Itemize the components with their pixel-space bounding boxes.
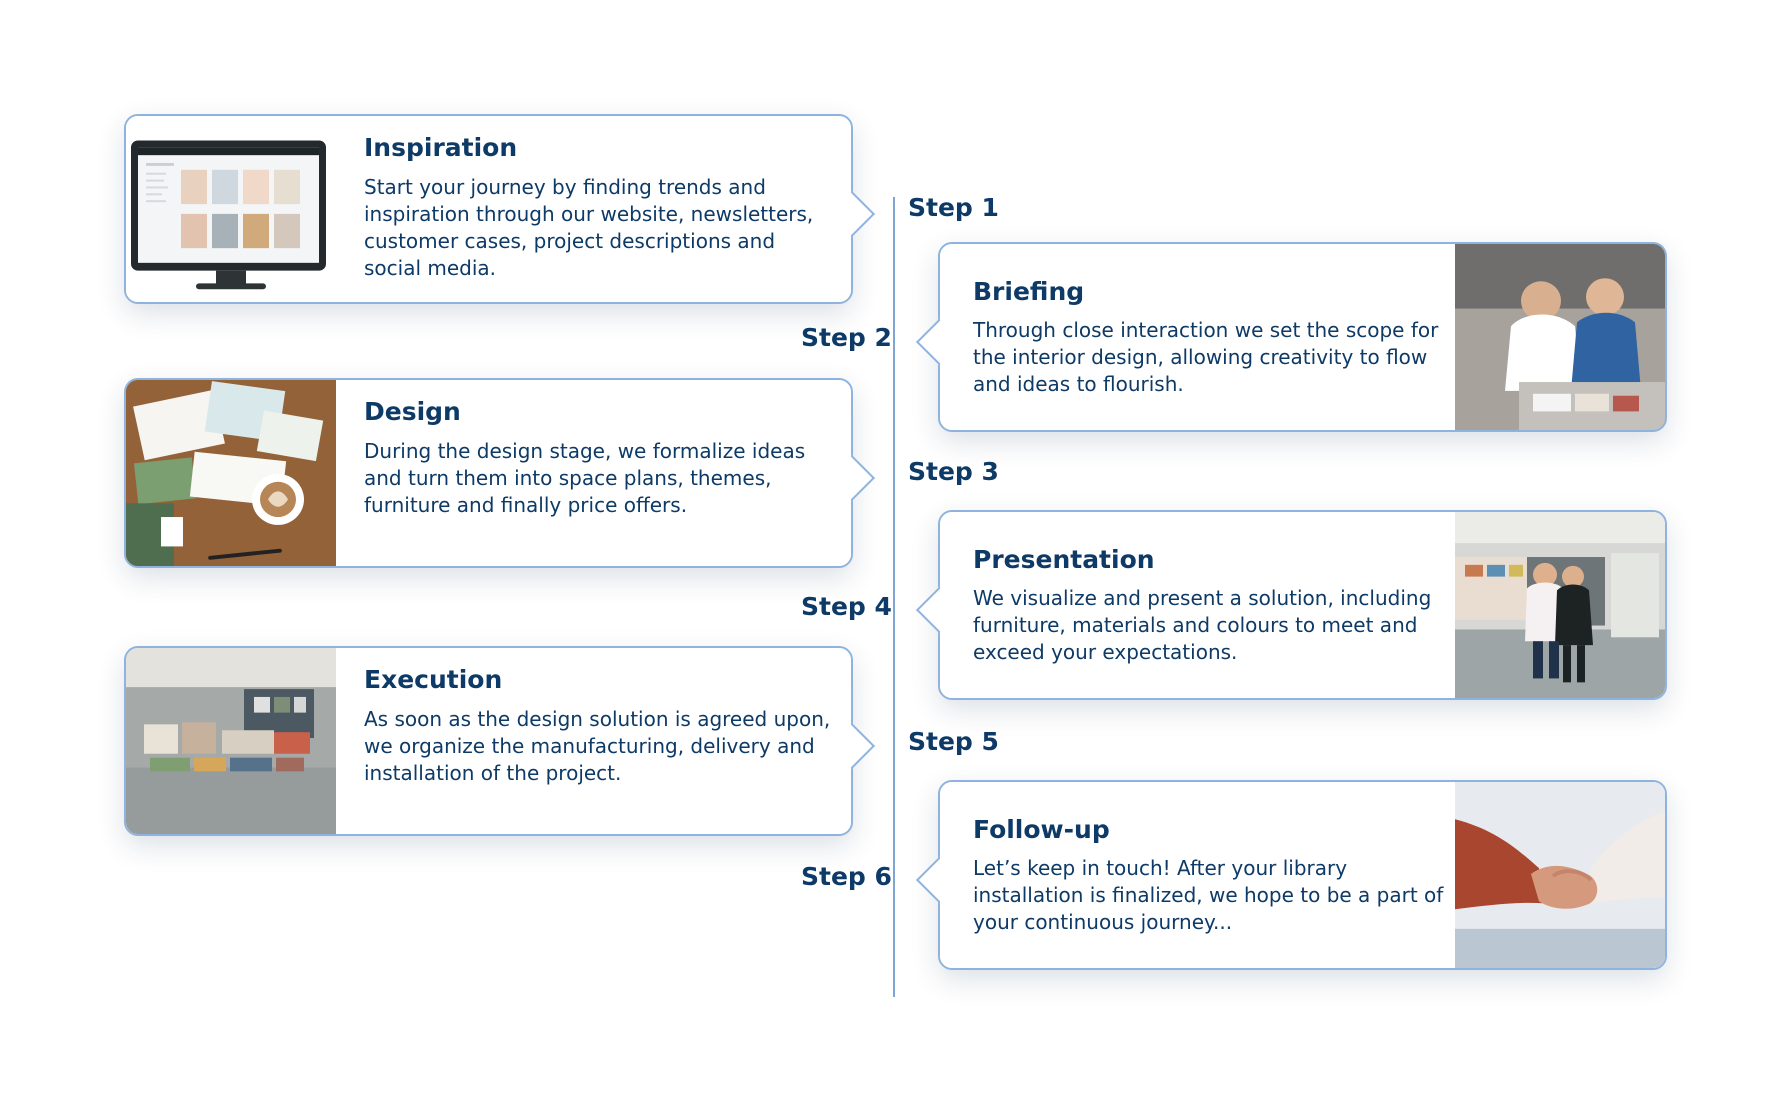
execution-card: Execution As soon as the design solution… xyxy=(124,646,876,836)
execution-pointer-cover xyxy=(839,710,851,784)
follow-up-card-inner: Follow-up Let’s keep in touch! After you… xyxy=(940,782,1665,968)
follow-up-card: Follow-up Let’s keep in touch! After you… xyxy=(915,780,1667,970)
execution-title: Execution xyxy=(364,665,503,694)
briefing-card: Briefing Through close interaction we se… xyxy=(915,242,1667,432)
computer-monitor-website-icon xyxy=(126,116,336,302)
step-2-label: Step 2 xyxy=(801,323,892,352)
inspiration-title: Inspiration xyxy=(364,133,518,162)
library-presentation-photo xyxy=(1455,512,1665,698)
follow-up-title: Follow-up xyxy=(973,815,1110,844)
step-5-label: Step 5 xyxy=(908,727,999,756)
design-pointer-cover xyxy=(839,442,851,516)
step-6-label: Step 6 xyxy=(801,862,892,891)
execution-card-inner: Execution As soon as the design solution… xyxy=(126,648,851,834)
design-card-inner: Design During the design stage, we forma… xyxy=(126,380,851,566)
follow-up-pointer-cover xyxy=(940,844,952,918)
follow-up-description: Let’s keep in touch! After your library … xyxy=(973,856,1444,934)
inspiration-pointer-cover xyxy=(839,178,851,252)
design-sketches-coffee-photo xyxy=(126,380,336,566)
step-4-label: Step 4 xyxy=(801,592,892,621)
briefing-pointer-cover xyxy=(940,306,952,380)
timeline-line xyxy=(893,197,895,997)
briefing-description: Through close interaction we set the sco… xyxy=(973,318,1439,396)
briefing-card-inner: Briefing Through close interaction we se… xyxy=(940,244,1665,430)
design-title: Design xyxy=(364,397,461,426)
briefing-title: Briefing xyxy=(973,277,1085,306)
handshake-photo xyxy=(1455,782,1665,968)
inspiration-card: Inspiration Start your journey by findin… xyxy=(124,114,876,304)
presentation-card-inner: Presentation We visualize and present a … xyxy=(940,512,1665,698)
step-1-label: Step 1 xyxy=(908,193,999,222)
presentation-description: We visualize and present a solution, inc… xyxy=(973,586,1432,664)
presentation-pointer-cover xyxy=(940,574,952,648)
inspiration-description: Start your journey by finding trends and… xyxy=(364,175,814,280)
presentation-title: Presentation xyxy=(973,545,1155,574)
presentation-card: Presentation We visualize and present a … xyxy=(915,510,1667,700)
design-card: Design During the design stage, we forma… xyxy=(124,378,876,568)
people-planning-photo xyxy=(1455,244,1665,430)
inspiration-card-inner: Inspiration Start your journey by findin… xyxy=(126,116,851,302)
step-3-label: Step 3 xyxy=(908,457,999,486)
library-interior-photo xyxy=(126,648,336,834)
design-description: During the design stage, we formalize id… xyxy=(364,439,806,517)
execution-description: As soon as the design solution is agreed… xyxy=(364,707,831,785)
